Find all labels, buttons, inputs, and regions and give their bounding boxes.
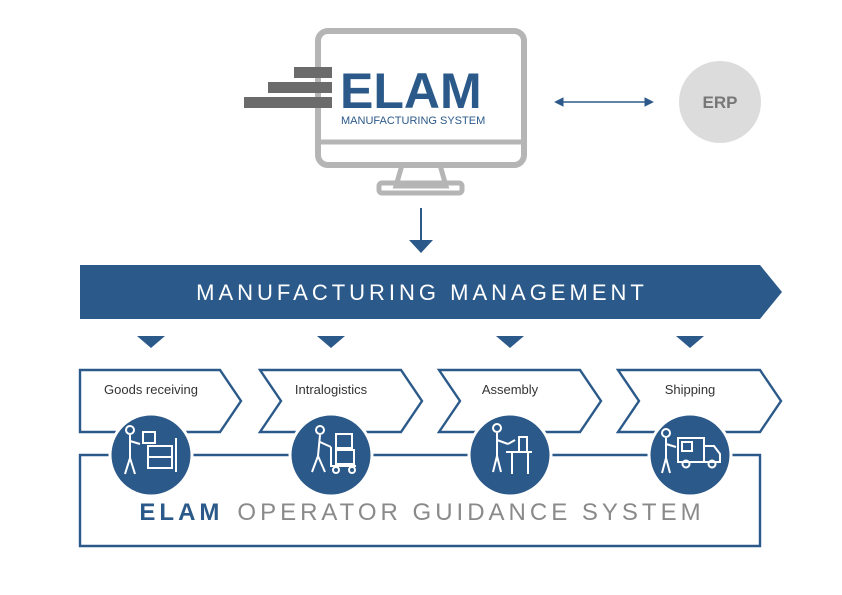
operator-guidance-brand: ELAM <box>139 499 223 526</box>
stage-chevron-4 <box>615 368 783 434</box>
intralogistics-icon <box>288 412 374 498</box>
stage-chevron-2 <box>257 368 424 434</box>
operator-guidance-box <box>78 453 762 548</box>
erp-circle <box>679 61 761 143</box>
banner-label: MANUFACTURING MANAGEMENT <box>196 280 648 305</box>
stage-pointer-2 <box>317 336 345 348</box>
manufacturing-management-banner <box>80 265 782 319</box>
operator-guidance-title: ELAM OPERATOR GUIDANCE SYSTEM <box>139 499 704 526</box>
stage-label-shipping: Shipping <box>665 382 716 397</box>
stage-pointer-1 <box>137 336 165 348</box>
stage-pointer-4 <box>676 336 704 348</box>
speed-lines-icon <box>244 67 332 108</box>
monitor-brand: ELAM <box>340 63 482 119</box>
goods-receiving-icon <box>108 412 194 498</box>
operator-guidance-rest: OPERATOR GUIDANCE SYSTEM <box>237 499 704 526</box>
stage-chevron-1 <box>78 368 243 434</box>
stage-pointer-3 <box>496 336 524 348</box>
stage-chevron-3 <box>436 368 603 434</box>
stage-label-goods-receiving: Goods receiving <box>104 382 198 397</box>
assembly-icon <box>467 412 553 498</box>
erp-label: ERP <box>703 93 738 112</box>
stage-label-assembly: Assembly <box>482 382 539 397</box>
down-arrow-icon <box>409 208 433 253</box>
stage-label-intralogistics: Intralogistics <box>295 382 368 397</box>
monitor-subtitle: MANUFACTURING SYSTEM <box>341 115 485 127</box>
shipping-icon <box>647 412 733 498</box>
